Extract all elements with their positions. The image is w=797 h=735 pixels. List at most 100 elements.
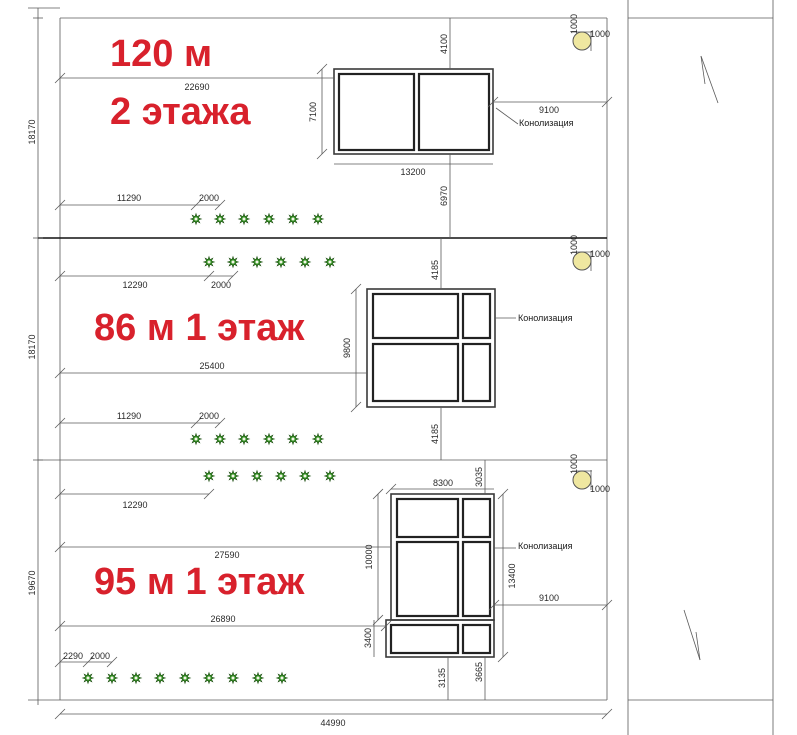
tree-icon	[202, 671, 216, 685]
tree-icon	[105, 671, 119, 685]
well-2: 1000 1000	[569, 235, 610, 271]
svg-text:2000: 2000	[211, 280, 231, 290]
svg-text:Конолизация: Конолизация	[518, 541, 573, 551]
sewer-label-1: Конолизация	[495, 107, 574, 128]
svg-text:1000: 1000	[590, 249, 610, 259]
svg-text:12290: 12290	[122, 280, 147, 290]
tree-icon	[262, 212, 276, 226]
tree-icon	[311, 432, 325, 446]
tree-icon	[274, 469, 288, 483]
sewer-label-2: Конолизация	[495, 313, 573, 323]
tree-row-4	[202, 469, 337, 483]
tree-dims-4: 12290	[54, 488, 215, 510]
svg-text:8300: 8300	[433, 478, 453, 488]
svg-text:25400: 25400	[199, 361, 224, 371]
tree-icon	[213, 432, 227, 446]
tree-icon	[237, 212, 251, 226]
tree-icon	[323, 255, 337, 269]
svg-text:11290: 11290	[117, 411, 141, 421]
tree-icon	[226, 469, 240, 483]
tree-icon	[226, 255, 240, 269]
svg-text:10000: 10000	[364, 544, 374, 569]
house-2-title: 86 м 1 этаж	[94, 307, 305, 349]
tree-icon	[226, 671, 240, 685]
house-3-title: 95 м 1 этаж	[94, 561, 305, 603]
house-1-dims: 4100 22690 7100 13200 9100 6970	[54, 18, 613, 238]
svg-text:1000: 1000	[590, 29, 610, 39]
house-1-floors-title: 2 этажа	[110, 91, 251, 133]
tree-icon	[251, 671, 265, 685]
svg-text:4100: 4100	[439, 34, 449, 54]
well-3: 1000 1000	[569, 454, 610, 494]
tree-icon	[274, 255, 288, 269]
plot-boundary	[28, 7, 608, 705]
total-width-dim: 44990	[54, 708, 613, 728]
tree-icon	[81, 671, 95, 685]
svg-text:Конолизация: Конолизация	[519, 118, 574, 128]
svg-text:27590: 27590	[214, 550, 239, 560]
svg-text:7100: 7100	[308, 102, 318, 122]
tree-dims-3: 11290 2000	[54, 411, 226, 429]
tree-dims-2: 12290 2000	[54, 270, 239, 290]
tree-icon	[189, 432, 203, 446]
svg-text:2000: 2000	[199, 193, 219, 203]
svg-text:4185: 4185	[430, 424, 440, 444]
house-1-area-title: 120 м	[110, 33, 212, 75]
tree-icon	[262, 432, 276, 446]
svg-text:13200: 13200	[400, 167, 425, 177]
svg-text:3400: 3400	[363, 628, 373, 648]
svg-text:3665: 3665	[474, 662, 484, 682]
tree-icon	[250, 469, 264, 483]
svg-text:13400: 13400	[507, 563, 517, 588]
tree-icon	[275, 671, 289, 685]
svg-text:3035: 3035	[474, 467, 484, 487]
svg-text:12290: 12290	[122, 500, 147, 510]
svg-text:Конолизация: Конолизация	[518, 313, 573, 323]
tree-icon	[202, 255, 216, 269]
svg-text:9800: 9800	[342, 338, 352, 358]
svg-text:3135: 3135	[437, 668, 447, 688]
tree-icon	[202, 469, 216, 483]
svg-text:1000: 1000	[569, 454, 579, 474]
svg-text:22690: 22690	[184, 82, 209, 92]
svg-text:44990: 44990	[320, 718, 345, 728]
tree-icon	[153, 671, 167, 685]
tree-icon	[311, 212, 325, 226]
tree-icon	[298, 255, 312, 269]
house-2-dims: 4185 9800 25400 4185	[54, 238, 442, 460]
plot-depth-dims: 18170 18170 19670	[27, 17, 43, 596]
tree-icon	[298, 469, 312, 483]
house-2	[366, 288, 496, 408]
svg-text:9100: 9100	[539, 105, 559, 115]
tree-icon	[178, 671, 192, 685]
tree-dims-5: 2290 2000	[54, 651, 118, 668]
svg-text:2000: 2000	[199, 411, 219, 421]
svg-text:9100: 9100	[539, 593, 559, 603]
tree-icon	[286, 432, 300, 446]
well-1: 1000 1000	[569, 14, 610, 51]
svg-text:11290: 11290	[117, 193, 141, 203]
house-3	[385, 493, 495, 658]
svg-text:6970: 6970	[439, 186, 449, 206]
svg-text:4185: 4185	[430, 260, 440, 280]
tree-row-2	[202, 255, 337, 269]
road-strip	[627, 0, 774, 735]
plot3-depth-dim: 19670	[27, 570, 37, 595]
svg-text:26890: 26890	[210, 614, 235, 624]
house-1	[333, 68, 494, 155]
house-3-dims: 8300 3035 10000 13400 27590 26890 9100 3…	[54, 460, 613, 700]
tree-row-1	[189, 212, 325, 226]
svg-text:2290: 2290	[63, 651, 83, 661]
sewer-label-3: Конолизация	[494, 541, 573, 551]
tree-icon	[323, 469, 337, 483]
svg-text:2000: 2000	[90, 651, 110, 661]
tree-icon	[250, 255, 264, 269]
plot2-depth-dim: 18170	[27, 334, 37, 359]
svg-text:1000: 1000	[590, 484, 610, 494]
tree-icon	[189, 212, 203, 226]
tree-row-3	[189, 432, 325, 446]
tree-row-5	[81, 671, 289, 685]
tree-dims-1: 11290 2000	[54, 193, 226, 211]
